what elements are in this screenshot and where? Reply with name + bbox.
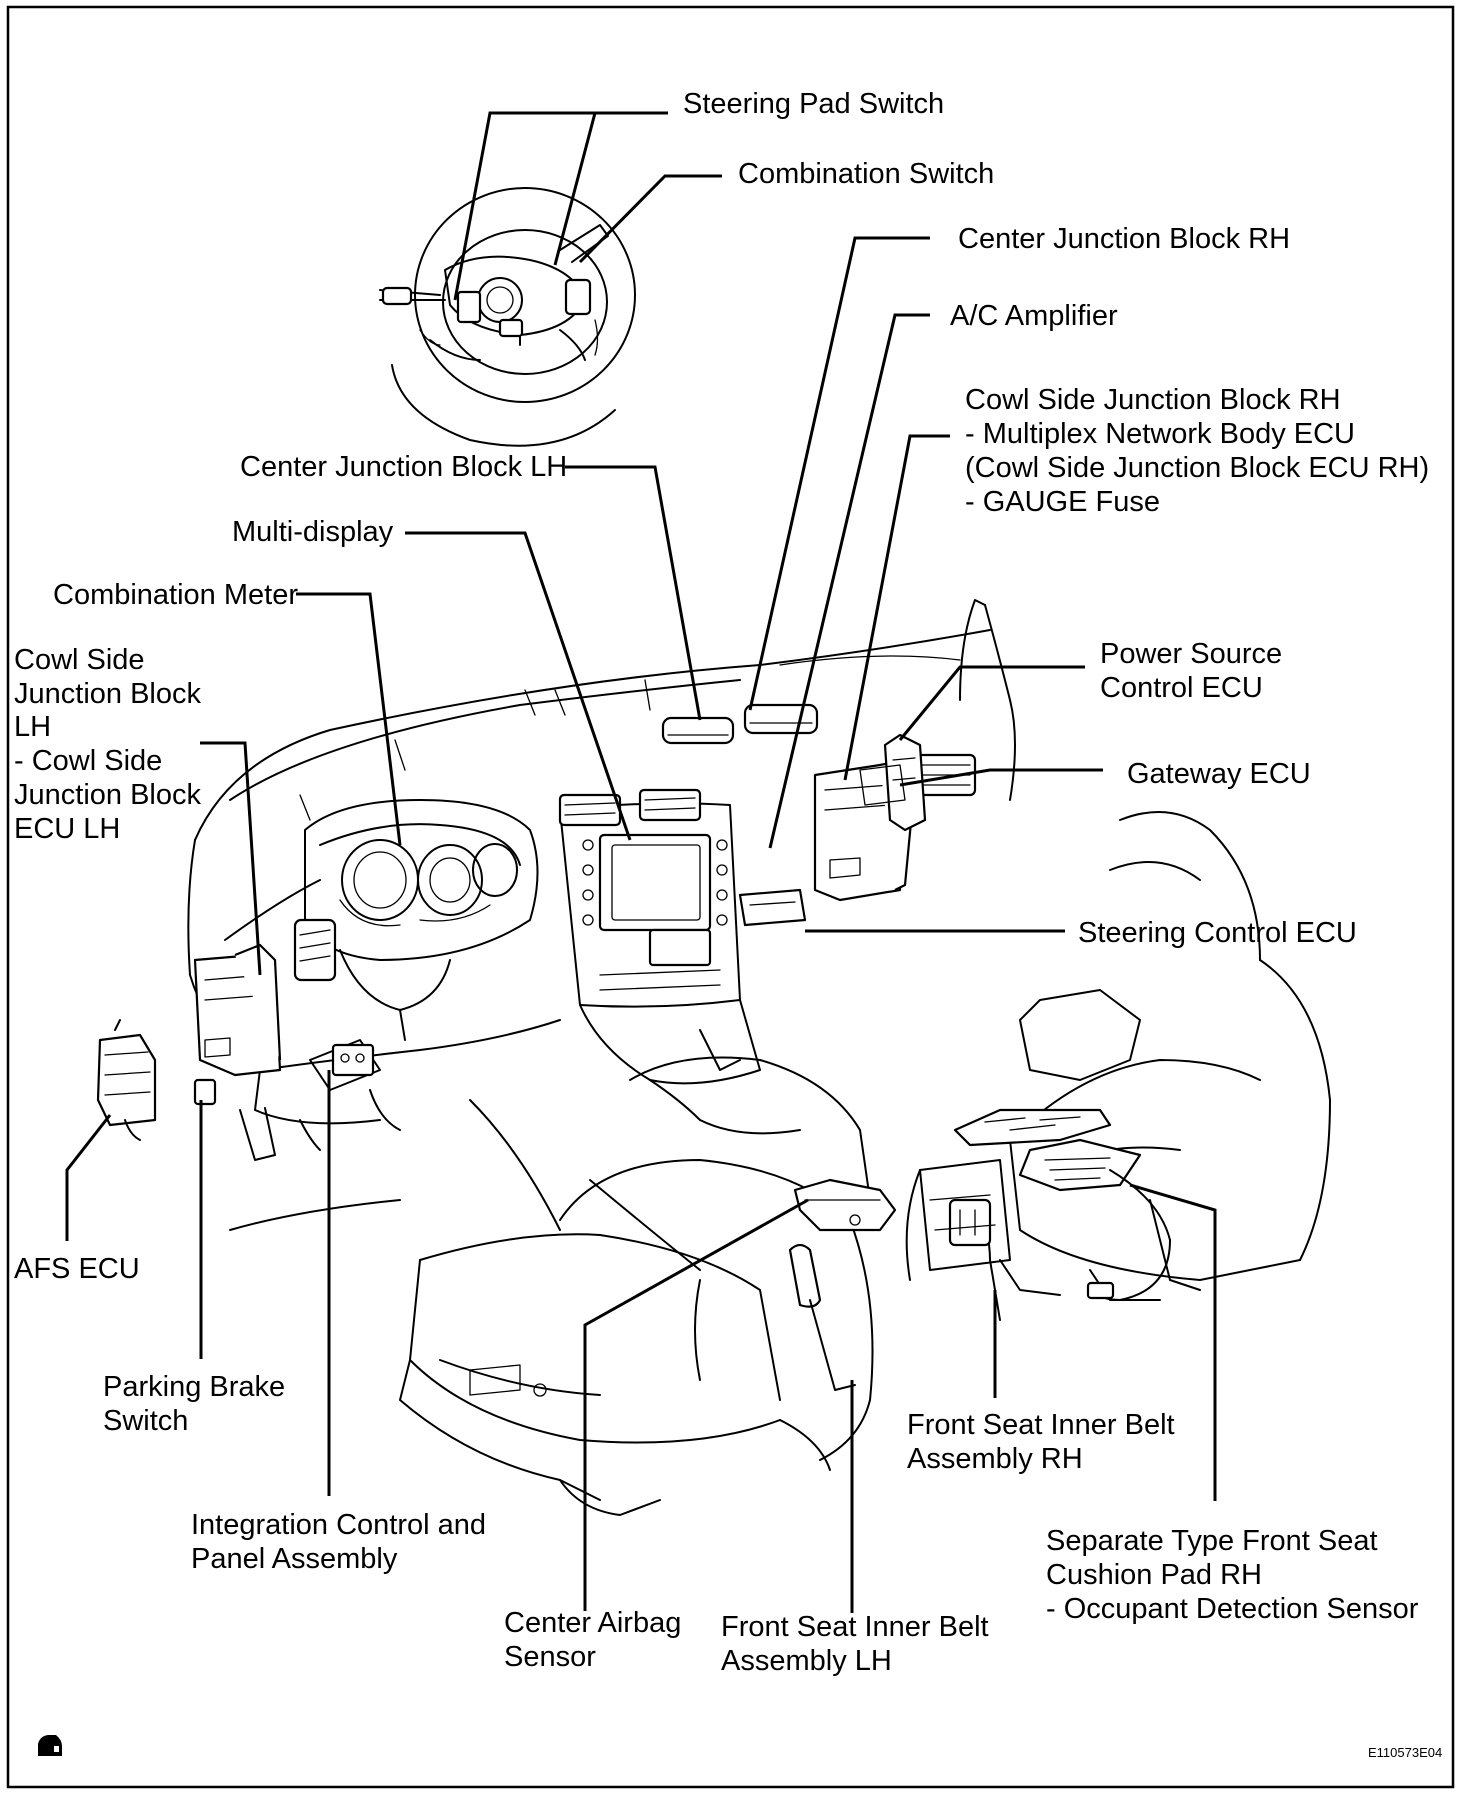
label-power-source-control-ecu: Power Source Control ECU (1100, 638, 1290, 704)
gateway-ecu-part (859, 764, 906, 806)
highlighted-components (96, 703, 927, 1232)
cowl-side-junction-block-lh-part (193, 943, 282, 1077)
label-front-seat-inner-belt-rh: Front Seat Inner Belt Assembly RH (907, 1409, 1183, 1475)
label-cowl-side-junction-block-lh: Cowl Side Junction Block LH - Cowl Side … (14, 644, 209, 845)
label-afs-ecu: AFS ECU (14, 1253, 140, 1285)
label-front-seat-inner-belt-lh: Front Seat Inner Belt Assembly LH (721, 1611, 997, 1677)
parking-brake-switch-part (193, 1078, 217, 1106)
vehicle-icon (38, 1735, 62, 1756)
label-center-junction-block-rh: Center Junction Block RH (958, 223, 1290, 255)
label-combination-meter: Combination Meter (53, 579, 298, 611)
leader-lines (65, 111, 1217, 1613)
vehicle-interior-illustration (187, 599, 1331, 1516)
label-steering-control-ecu: Steering Control ECU (1078, 917, 1357, 949)
power-source-control-ecu-part (883, 733, 927, 832)
label-multi-display: Multi-display (232, 516, 394, 548)
label-integration-control-panel-assembly: Integration Control and Panel Assembly (191, 1509, 494, 1575)
label-separate-type-front-seat-cushion-pad: Separate Type Front Seat Cushion Pad RH … (1046, 1525, 1419, 1625)
center-junction-block-rh-part (743, 703, 819, 735)
center-junction-block-lh-part (661, 716, 735, 745)
afs-ecu-part (96, 1019, 157, 1141)
label-combination-switch: Combination Switch (738, 158, 994, 190)
label-parking-brake-switch: Parking Brake Switch (103, 1371, 293, 1437)
label-center-junction-block-lh: Center Junction Block LH (240, 451, 567, 483)
diagram-frame (6, 5, 1455, 1789)
figure-code: E110573E04 (1368, 1745, 1442, 1760)
steering-wheel-illustration (379, 187, 636, 447)
label-ac-amplifier: A/C Amplifier (950, 300, 1118, 332)
label-steering-pad-switch: Steering Pad Switch (683, 88, 944, 120)
steering-control-ecu-part (738, 888, 807, 927)
label-gateway-ecu: Gateway ECU (1127, 758, 1311, 790)
label-cowl-side-junction-block-rh: Cowl Side Junction Block RH - Multiplex … (965, 384, 1437, 518)
component-labels: Steering Pad Switch Combination Switch C… (14, 88, 1437, 1677)
label-center-airbag-sensor: Center Airbag Sensor (504, 1607, 689, 1673)
center-airbag-sensor-part (793, 1178, 897, 1232)
